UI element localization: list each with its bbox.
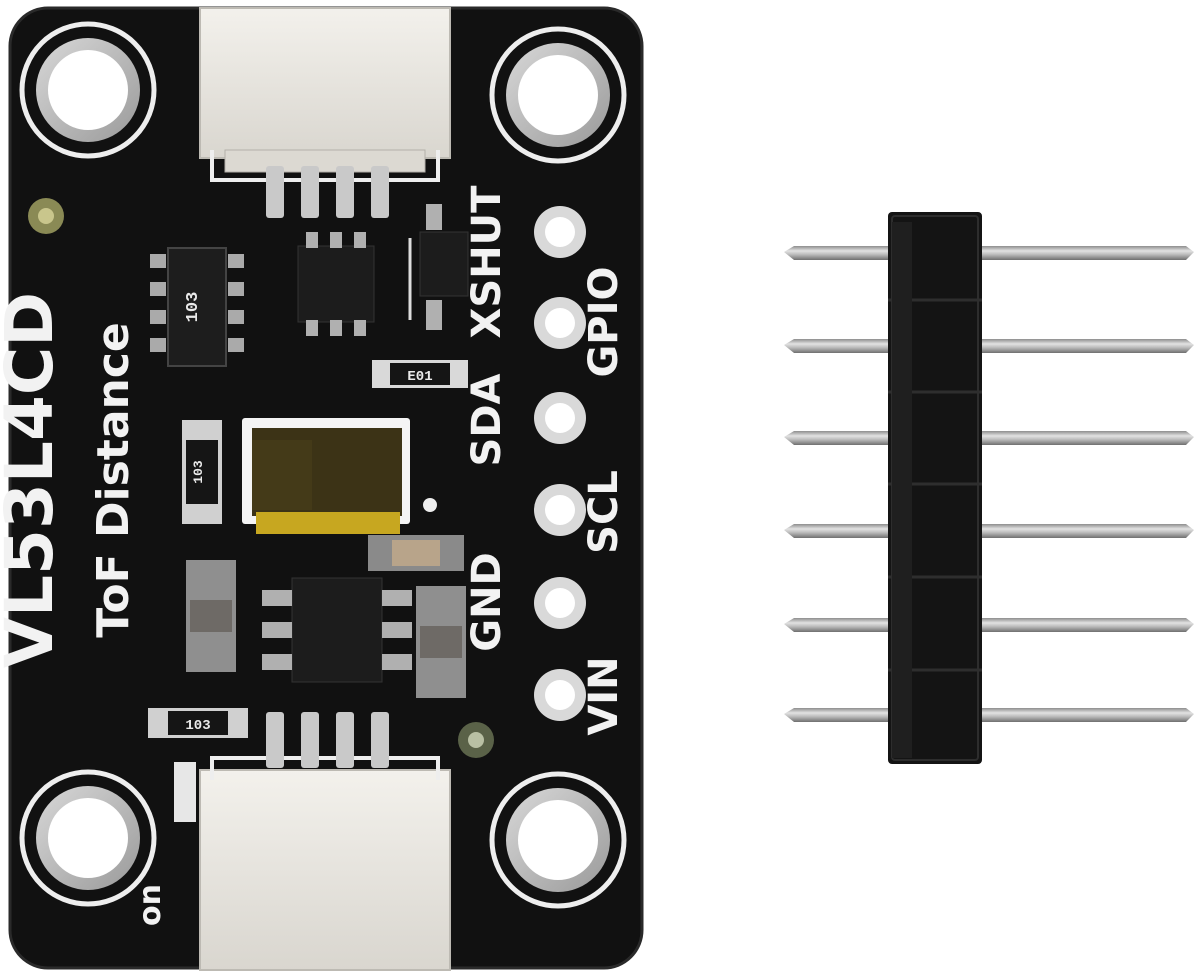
stemma-connector-top	[199, 7, 451, 218]
pin-pad-scl	[534, 484, 586, 536]
capacitor-small	[368, 535, 464, 571]
led-indicator	[174, 762, 196, 822]
pin-pad-gpio	[534, 297, 586, 349]
header-pin	[784, 618, 1194, 632]
board-name: VL53L4CD	[0, 292, 68, 668]
resistor-left-code: 103	[191, 460, 206, 484]
mosfet-small	[408, 204, 469, 330]
resistor-network-code: 103	[184, 292, 203, 323]
pin-label-xshut: XSHUT	[464, 185, 510, 339]
voltage-regulator	[262, 577, 412, 683]
transistor-top	[297, 232, 375, 336]
pin-label-gpio: GPIO	[581, 266, 627, 377]
pin-label-scl: SCL	[581, 470, 627, 554]
header-pin	[784, 339, 1194, 353]
pin-pad-gnd	[534, 577, 586, 629]
pin-pad-vin	[534, 669, 586, 721]
capacitor-right	[416, 586, 466, 698]
mounting-hole-top-right	[489, 26, 627, 164]
resistor-bottom: 103	[148, 708, 248, 738]
pin-label-gnd: GND	[464, 552, 510, 652]
resistor-bottom-code: 103	[185, 718, 210, 734]
pin-pad-xshut	[534, 206, 586, 258]
mounting-hole-top-left	[19, 21, 157, 159]
stemma-connector-bottom	[199, 712, 451, 971]
smd-component: E01	[372, 360, 468, 388]
corner-text: on	[133, 884, 168, 926]
header-pin	[784, 524, 1194, 538]
header-pin	[784, 708, 1194, 722]
tof-sensor-chip	[242, 418, 437, 534]
pin-header	[784, 212, 1194, 764]
smd-marking: E01	[407, 369, 432, 385]
mounting-hole-bottom-right	[489, 771, 627, 909]
mounting-hole-bottom-left	[19, 769, 157, 907]
resistor-left: 103	[182, 420, 222, 524]
header-pin	[784, 246, 1194, 260]
capacitor-left	[186, 560, 236, 672]
pin-label-sda: SDA	[464, 373, 510, 466]
header-pin	[784, 431, 1194, 445]
resistor-network: 103	[150, 247, 244, 367]
board-subtitle: ToF Distance	[88, 322, 139, 638]
pin-pad-sda	[534, 392, 586, 444]
pin-label-vin: VIN	[581, 656, 627, 735]
sensor-board: 103 E01 103	[0, 6, 644, 971]
